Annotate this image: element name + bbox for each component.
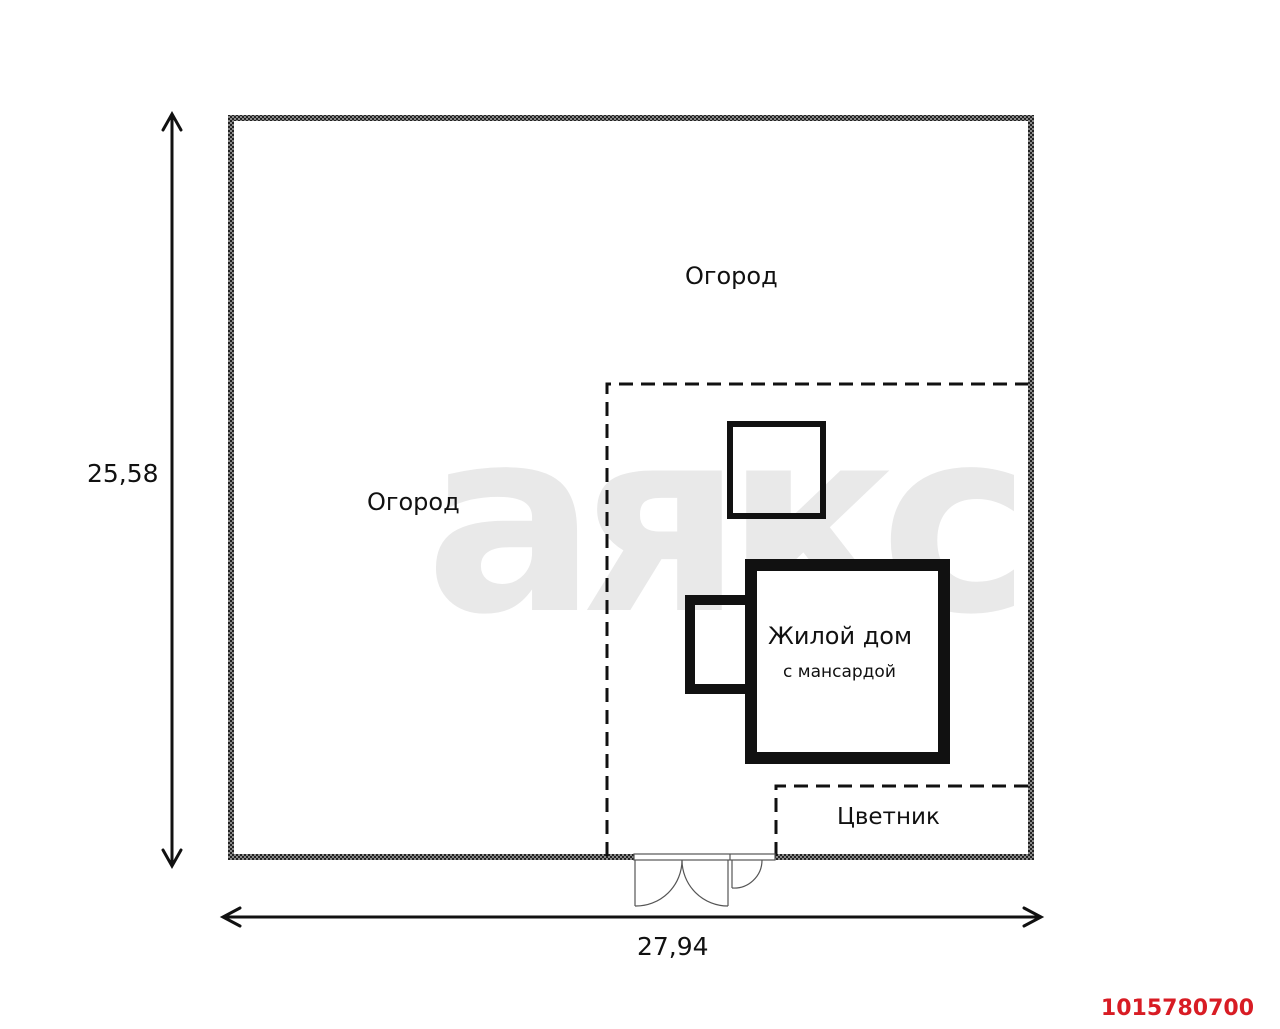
house-main: [745, 559, 950, 764]
flower-bed-zone-dashed: [774, 784, 1028, 856]
height-dimension-arrow: [161, 110, 183, 870]
house-subtitle-label: с мансардой: [783, 662, 896, 682]
garden-left-label: Огород: [367, 488, 460, 516]
listing-id: 1015780700: [1100, 996, 1254, 1021]
fence-boundary: [228, 115, 1034, 860]
width-dimension-arrow: [219, 906, 1045, 928]
house-title-label: Жилой дом: [768, 622, 913, 650]
flower-bed-label: Цветник: [837, 804, 940, 830]
garden-top-label: Огород: [685, 262, 778, 290]
yard-zone-dashed: [605, 382, 1028, 856]
width-dimension-label: 27,94: [637, 932, 709, 961]
house-annex: [685, 595, 757, 694]
height-dimension-label: 25,58: [87, 459, 159, 488]
outbuilding: [727, 421, 826, 519]
gate-doors: [633, 853, 776, 907]
